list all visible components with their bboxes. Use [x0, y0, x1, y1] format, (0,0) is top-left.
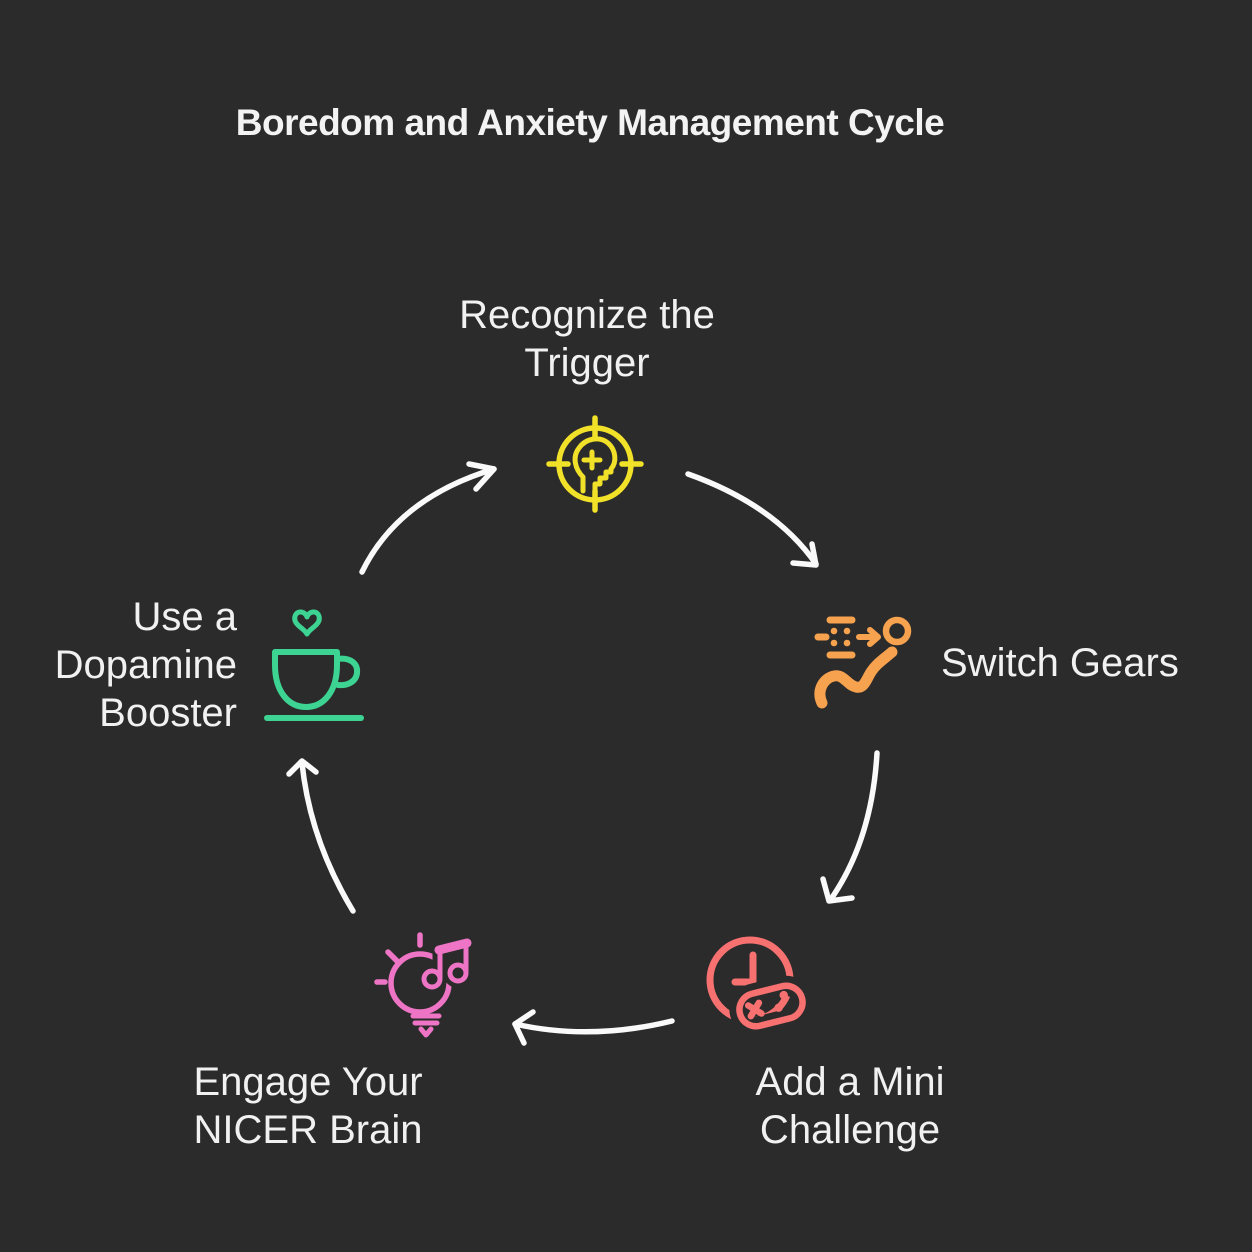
bulb-music-icon: [366, 926, 490, 1050]
label-add-mini-challenge: Add a Mini Challenge: [755, 1060, 945, 1152]
arrow-gears-to-challenge: [820, 750, 880, 904]
cup-heart-icon: [254, 604, 374, 724]
clock-gamepad-icon: [693, 930, 817, 1054]
arrow-challenge-to-brain: [512, 1009, 675, 1046]
arrow-booster-to-trigger: [359, 461, 497, 575]
label-switch-gears: Switch Gears: [941, 641, 1179, 685]
diagram-title: Boredom and Anxiety Management Cycle: [235, 102, 945, 143]
label-engage-nicer-brain: Engage Your NICER Brain: [193, 1060, 423, 1152]
label-use-dopamine-booster: Use a Dopamine Booster: [54, 595, 237, 735]
arrow-trigger-to-gears: [685, 471, 819, 568]
arrow-brain-to-booster: [286, 758, 356, 914]
head-target-icon: [540, 409, 650, 519]
label-recognize-trigger: Recognize the Trigger: [459, 293, 715, 385]
person-dash-icon: [805, 604, 925, 724]
